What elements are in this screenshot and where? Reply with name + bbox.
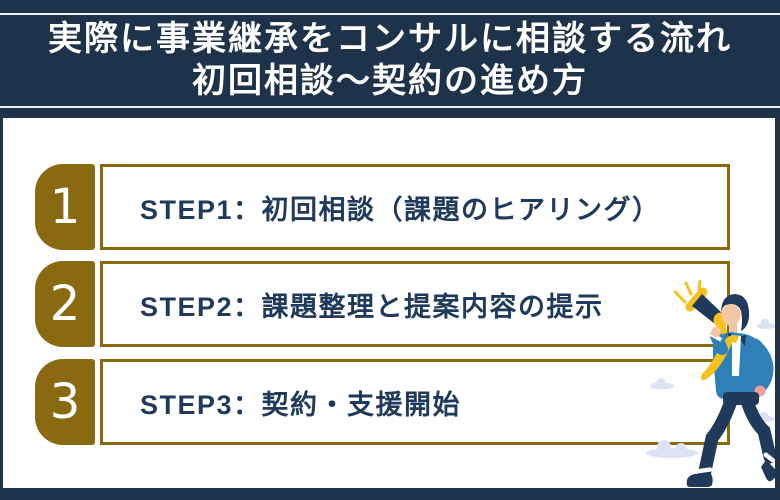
step-3-label: STEP3：契約・支援開始 <box>140 389 462 420</box>
cloud-group <box>646 318 775 458</box>
header: 実際に事業継承をコンサルに相談する流れ 初回相談〜契約の進め方 <box>0 0 780 118</box>
step-2-label-box: STEP2：課題整理と提案内容の提示 <box>100 261 730 347</box>
step-2-label: STEP2：課題整理と提案内容の提示 <box>140 291 604 322</box>
cloud-icon <box>756 318 775 329</box>
step-1-label-box: STEP1：初回相談（課題のヒアリング） <box>100 164 730 250</box>
businessman-figure <box>686 294 775 487</box>
businessman-with-megaphone-illustration <box>646 280 775 487</box>
cloud-icon <box>646 440 698 458</box>
step-2-number-badge: 2 <box>35 261 95 347</box>
step-row-3: 3 STEP3：契約・支援開始 <box>35 359 730 445</box>
step-3-number-badge: 3 <box>35 359 95 445</box>
cloud-icon <box>650 378 674 390</box>
header-frame: 実際に事業継承をコンサルに相談する流れ 初回相談〜契約の進め方 <box>0 13 780 108</box>
step-1-number: 1 <box>49 179 81 235</box>
step-3-number: 3 <box>49 374 81 430</box>
page-title-line2: 初回相談〜契約の進め方 <box>192 63 588 100</box>
sound-rays-icon <box>673 280 702 304</box>
step-row-2: 2 STEP2：課題整理と提案内容の提示 <box>35 261 730 347</box>
footer-bar <box>0 488 780 500</box>
step-1-label: STEP1：初回相談（課題のヒアリング） <box>140 194 661 225</box>
step-1-number-badge: 1 <box>35 164 95 250</box>
page-title-line1: 実際に事業継承をコンサルに相談する流れ <box>48 20 732 58</box>
step-2-number: 2 <box>49 276 81 332</box>
step-row-1: 1 STEP1：初回相談（課題のヒアリング） <box>35 164 730 250</box>
